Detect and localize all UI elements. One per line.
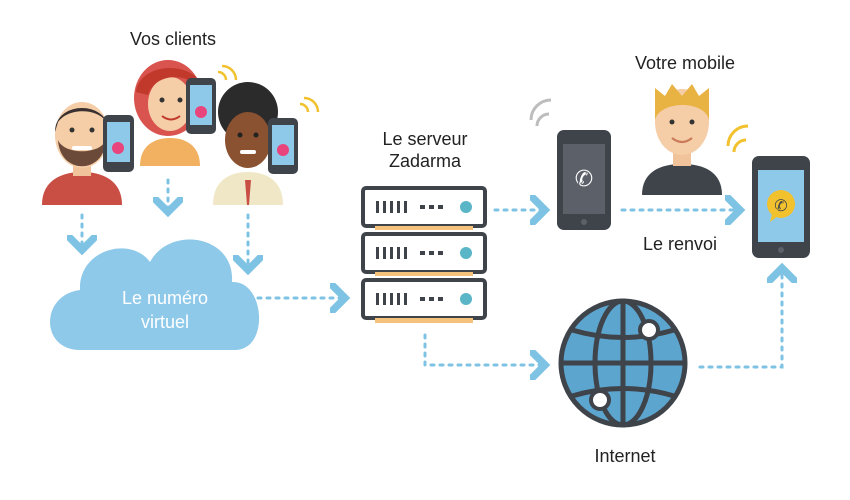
cloud-icon xyxy=(50,239,260,350)
label-server-line1: Le serveur xyxy=(382,129,468,149)
server-icon xyxy=(361,186,487,323)
label-clients: Vos clients xyxy=(129,29,217,49)
label-virtual-number-line2: virtuel xyxy=(140,312,189,332)
arrow-server-to-internet xyxy=(423,333,545,365)
label-internet: Internet xyxy=(594,446,656,466)
server-unit-2 xyxy=(361,232,487,274)
client-dark-man-icon xyxy=(213,82,320,205)
client-man-icon xyxy=(42,102,134,205)
smartphone-icon: ✆ xyxy=(726,124,810,258)
label-your-mobile: Votre mobile xyxy=(634,53,736,73)
label-virtual-number-line1: Le numéro xyxy=(121,288,209,308)
mobile-phone-icon: ✆ xyxy=(529,98,611,230)
person-icon xyxy=(642,84,722,195)
label-server-line2: Zadarma xyxy=(388,151,462,171)
label-virtual-number: Le numéro virtuel xyxy=(95,286,235,334)
globe-icon xyxy=(558,298,688,428)
label-forwarding: Le renvoi xyxy=(642,234,718,254)
arrow-internet-to-smartphone xyxy=(698,268,782,369)
server-unit-3 xyxy=(361,278,487,320)
client-woman-icon xyxy=(134,60,238,166)
svg-text:✆: ✆ xyxy=(575,167,593,192)
svg-text:✆: ✆ xyxy=(774,196,787,215)
connector-arrows xyxy=(82,178,782,369)
server-unit-1 xyxy=(361,186,487,228)
label-server: Le serveur Zadarma xyxy=(360,128,490,172)
